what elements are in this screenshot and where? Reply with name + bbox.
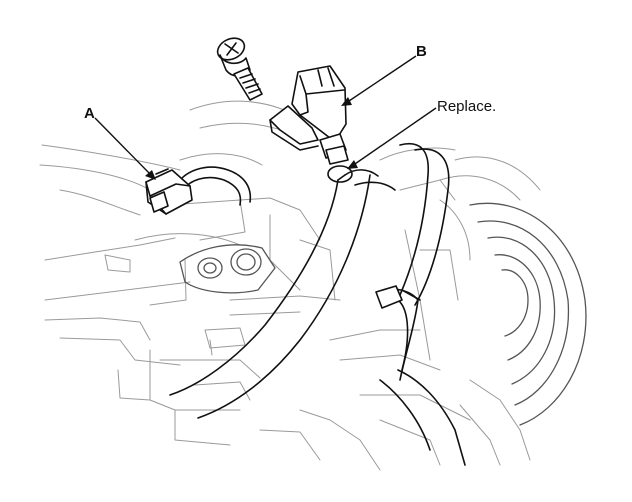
callout-label-replace: Replace. [437, 98, 496, 115]
mounting-bosses [179, 244, 276, 294]
sensor-b [269, 65, 349, 165]
wire-harness [177, 166, 252, 206]
leader-b [341, 55, 417, 106]
connector-a [145, 168, 193, 215]
o-ring [327, 165, 353, 183]
pulley-assembly [439, 156, 587, 426]
leader-replace [347, 107, 437, 169]
leader-a [94, 117, 156, 180]
coolant-hoses [169, 143, 466, 466]
callout-label-b: B [416, 43, 427, 60]
mounting-bolt [216, 37, 263, 101]
callout-label-a: A [84, 105, 95, 122]
engine-background-linework [39, 100, 531, 471]
